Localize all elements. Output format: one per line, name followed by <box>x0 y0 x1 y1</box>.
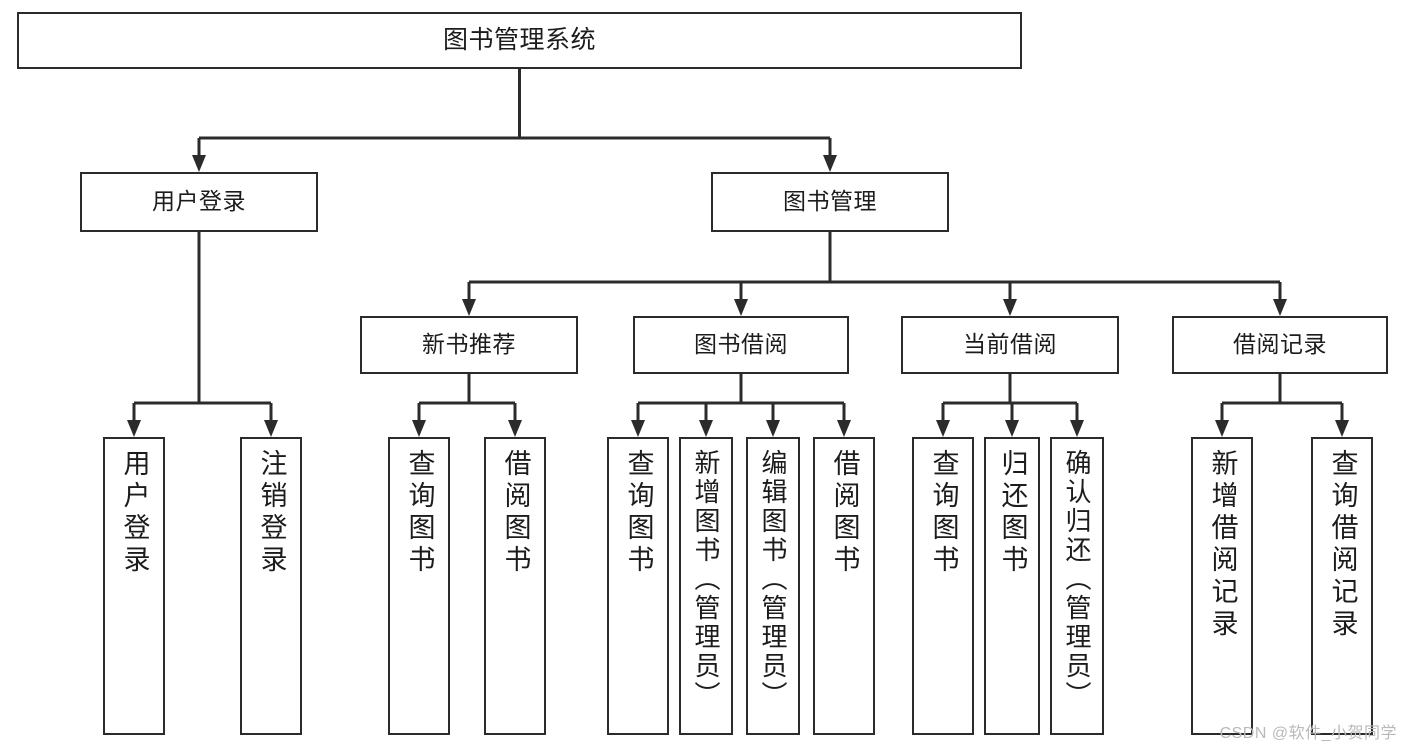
node-label: 查询图书 <box>623 449 654 577</box>
node-label: 查询图书 <box>928 449 959 577</box>
node-label: 确认归还（管理员） <box>1062 449 1092 710</box>
node-leaf-edit-book[interactable]: 编辑图书（管理员） <box>746 437 800 735</box>
node-leaf-query-record[interactable]: 查询借阅记录 <box>1311 437 1373 735</box>
node-leaf-return-book[interactable]: 归还图书 <box>984 437 1040 735</box>
node-root-图书管理系统[interactable]: 图书管理系统 <box>17 12 1022 69</box>
node-label: 借阅图书 <box>500 449 531 577</box>
node-current-borrow[interactable]: 当前借阅 <box>901 316 1119 374</box>
node-label: 新增借阅记录 <box>1207 449 1238 641</box>
node-label: 新增图书（管理员） <box>691 449 721 710</box>
node-leaf-borrow-book-2[interactable]: 借阅图书 <box>813 437 875 735</box>
node-user-login[interactable]: 用户登录 <box>80 172 318 232</box>
node-label: 当前借阅 <box>963 331 1057 358</box>
node-leaf-confirm-return[interactable]: 确认归还（管理员） <box>1050 437 1104 735</box>
node-leaf-query-book-2[interactable]: 查询图书 <box>607 437 669 735</box>
node-leaf-add-record[interactable]: 新增借阅记录 <box>1191 437 1253 735</box>
node-label: 编辑图书（管理员） <box>758 449 788 710</box>
node-new-book-rec[interactable]: 新书推荐 <box>360 316 578 374</box>
node-label: 图书管理系统 <box>442 25 596 54</box>
node-leaf-borrow-book-1[interactable]: 借阅图书 <box>484 437 546 735</box>
node-label: 归还图书 <box>997 449 1028 577</box>
node-leaf-user-logout[interactable]: 注销登录 <box>240 437 302 735</box>
node-label: 查询图书 <box>404 449 435 577</box>
node-label: 查询借阅记录 <box>1327 449 1358 641</box>
watermark: CSDN @软件_小贺同学 <box>1219 725 1397 742</box>
node-leaf-user-login[interactable]: 用户登录 <box>103 437 165 735</box>
node-leaf-query-book-1[interactable]: 查询图书 <box>388 437 450 735</box>
node-label: 借阅记录 <box>1233 331 1327 358</box>
node-label: 图书借阅 <box>694 331 788 358</box>
node-book-manage[interactable]: 图书管理 <box>711 172 949 232</box>
node-label: 新书推荐 <box>422 331 516 358</box>
node-leaf-query-book-3[interactable]: 查询图书 <box>912 437 974 735</box>
node-book-borrow[interactable]: 图书借阅 <box>633 316 849 374</box>
node-borrow-record[interactable]: 借阅记录 <box>1172 316 1388 374</box>
node-label: 用户登录 <box>152 188 246 215</box>
node-leaf-add-book[interactable]: 新增图书（管理员） <box>679 437 733 735</box>
node-label: 图书管理 <box>783 188 877 215</box>
node-label: 用户登录 <box>119 449 150 577</box>
node-label: 借阅图书 <box>829 449 860 577</box>
node-label: 注销登录 <box>256 449 287 577</box>
